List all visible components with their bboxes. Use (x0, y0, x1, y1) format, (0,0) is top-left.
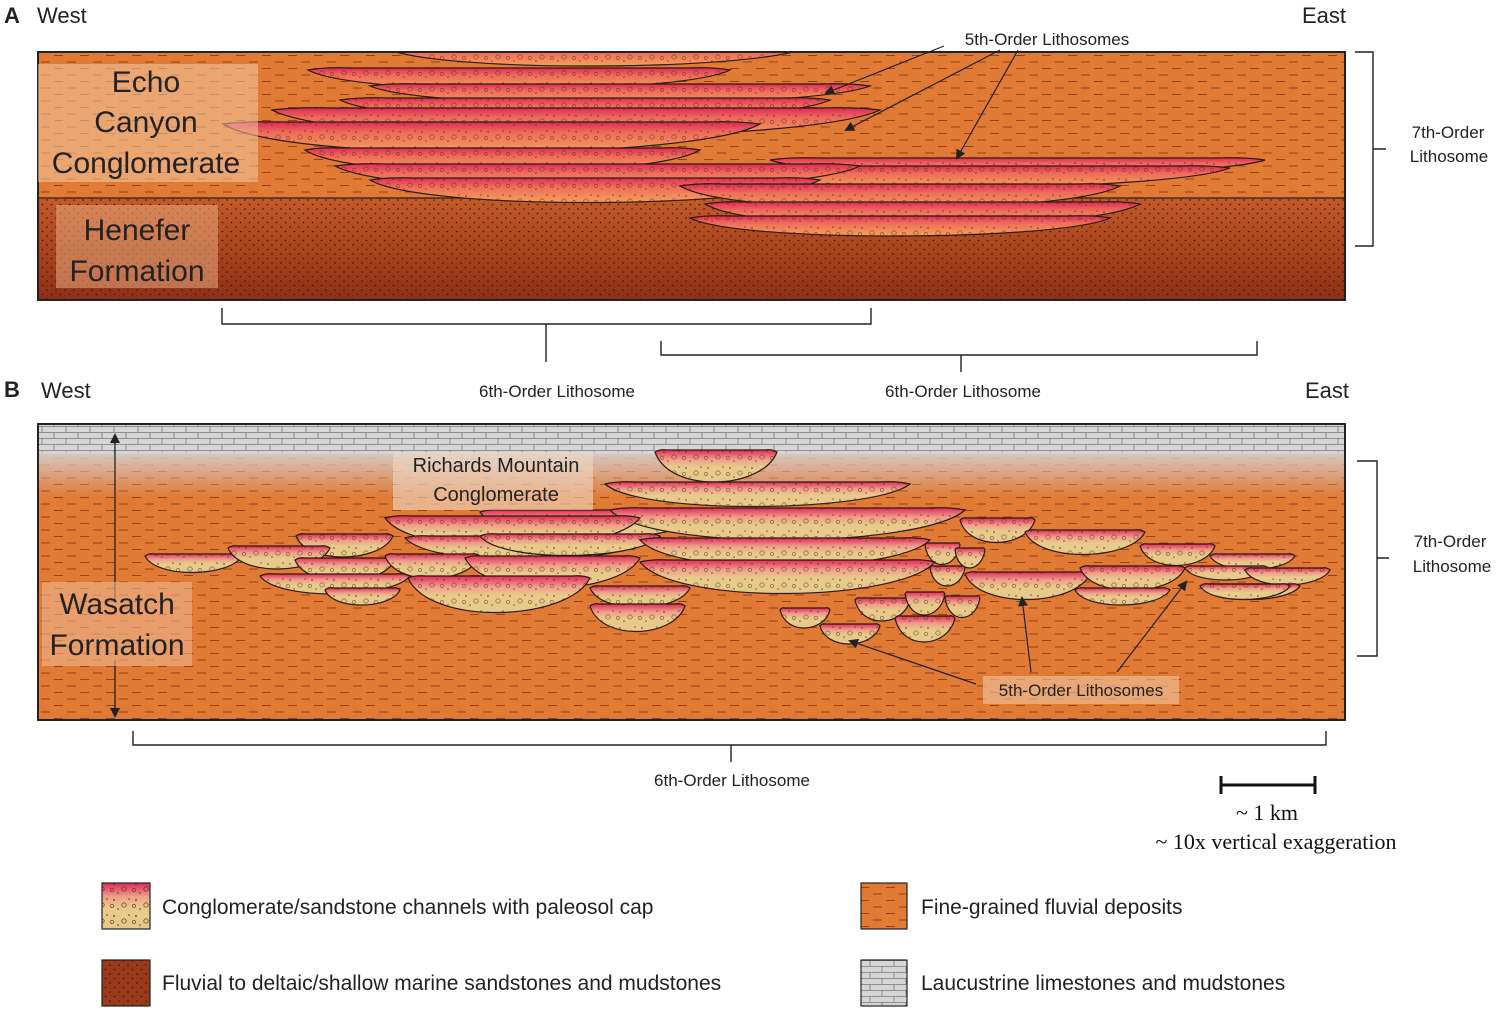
arrow-a1 (824, 45, 945, 95)
b-channel-texture-15 (1140, 543, 1215, 566)
arrow-b2 (1018, 596, 1032, 673)
scale-bar (1219, 776, 1317, 794)
panel-b-west-label: West (41, 378, 91, 403)
echo-label-box (38, 64, 258, 182)
b-channel-texture-21 (965, 571, 1090, 600)
echo-label-line3: Conglomerate (52, 147, 240, 180)
b-channel-texture-14 (955, 547, 985, 569)
richards-label-line2: Conglomerate (433, 484, 559, 506)
arrow-b3 (1116, 580, 1188, 673)
b-channel-texture-24 (1245, 567, 1330, 586)
arrow-a3 (956, 49, 1019, 160)
seventh-order-bracket-a (1355, 51, 1386, 247)
legend: Conglomerate/sandstone channels with pal… (101, 882, 1285, 1007)
legend-item-marine: Fluvial to deltaic/shallow marine sandst… (101, 959, 721, 1007)
seventh-order-a-line1: 7th-Order (1412, 123, 1485, 142)
b-channel-texture-27 (325, 587, 400, 606)
sixth-order-bracket-a-left (221, 308, 872, 362)
henefer-label-line2: Formation (69, 255, 204, 288)
richards-label-line1: Richards Mountain (413, 455, 580, 477)
b-channel-texture-5 (960, 517, 1035, 543)
b-channel-texture-29 (590, 585, 690, 608)
wasatch-label-box (42, 582, 192, 666)
b-channel-texture-38 (1075, 587, 1170, 606)
legend-item-fine: Fine-grained fluvial deposits (860, 882, 1182, 930)
fifth-order-label-b: 5th-Order Lithosomes (999, 681, 1163, 700)
legend-item-channel: Conglomerate/sandstone channels with pal… (101, 882, 653, 930)
b-channel-texture-30 (855, 597, 910, 622)
b-channel-texture-39 (1200, 583, 1290, 600)
panel-a-letter: A (4, 3, 20, 28)
b-channel-texture-20 (640, 559, 935, 594)
arrow-a2 (844, 49, 1001, 131)
panel-a-section (38, 52, 1345, 300)
b-channel-texture-34 (590, 603, 685, 632)
henefer-label-box (56, 205, 218, 288)
seventh-order-a-line2: Lithosome (1410, 147, 1488, 166)
scale-exaggeration: ~ 10x vertical exaggeration (1156, 829, 1397, 854)
b-channel-texture-28 (408, 575, 590, 613)
legend-label-lake: Laucustrine limestones and mudstones (921, 972, 1285, 995)
legend-label-fine: Fine-grained fluvial deposits (921, 896, 1182, 919)
b-channel-texture-22 (1080, 565, 1185, 591)
arrow-b1 (848, 638, 977, 685)
panel-b-east-label: East (1305, 378, 1349, 403)
panel-a-west-label: West (37, 3, 87, 28)
a-channel-texture-0 (396, 52, 793, 67)
scale-distance: ~ 1 km (1236, 800, 1298, 825)
legend-label-marine: Fluvial to deltaic/shallow marine sandst… (162, 972, 721, 995)
wasatch-label-line2: Formation (49, 629, 184, 662)
legend-label-channel: Conglomerate/sandstone channels with pal… (162, 896, 653, 919)
channel-group-b (144, 449, 1331, 645)
b-channel-texture-32 (945, 595, 980, 618)
b-channel-texture-8 (480, 533, 660, 556)
wasatch-label-line1: Wasatch (59, 588, 175, 621)
b-channel-texture-25 (930, 565, 965, 587)
a-channel-texture-5 (223, 121, 760, 153)
b-channel-texture-37 (895, 615, 955, 643)
b-channel-texture-36 (820, 623, 880, 645)
panel-b-frame (37, 423, 1346, 721)
sixth-order-a-right-label: 6th-Order Lithosome (885, 382, 1041, 401)
channel-group-a (221, 52, 1266, 237)
echo-label-line1: Echo (112, 66, 180, 99)
b-channel-texture-0 (655, 449, 777, 483)
sixth-order-b-label: 6th-Order Lithosome (654, 771, 810, 790)
legend-swatch-fine (860, 882, 908, 930)
sixth-order-bracket-a-right (660, 341, 1258, 372)
sixth-order-a-left-label: 6th-Order Lithosome (479, 382, 635, 401)
a-channel-texture-13 (690, 215, 1110, 237)
b-channel-texture-18 (385, 553, 480, 579)
b-channel-texture-35 (780, 607, 830, 629)
b-channel-texture-31 (905, 591, 945, 616)
fifth-order-b-box (983, 676, 1179, 704)
seventh-order-b-line2: Lithosome (1413, 557, 1491, 576)
panel-b-letter: B (4, 377, 20, 402)
seventh-order-b-line1: 7th-Order (1414, 532, 1487, 551)
echo-label-line2: Canyon (94, 106, 197, 139)
b-channel-texture-3 (610, 507, 965, 541)
b-channel-texture-10 (1025, 529, 1145, 555)
panel-a-east-label: East (1302, 3, 1346, 28)
legend-item-lake: Laucustrine limestones and mudstones (860, 959, 1285, 1007)
legend-swatch-lake (860, 959, 908, 1007)
b-channel-texture-11 (145, 553, 242, 573)
richards-label-box (393, 452, 593, 510)
fifth-order-label-a: 5th-Order Lithosomes (965, 30, 1129, 49)
b-channel-texture-1 (605, 481, 910, 507)
panel-b-section (38, 424, 1345, 720)
b-channel-texture-13 (925, 542, 960, 565)
seventh-order-bracket-b (1357, 460, 1389, 657)
lacustrine-layer (38, 424, 1345, 454)
henefer-label-line1: Henefer (84, 214, 191, 247)
sixth-order-bracket-b (132, 731, 1327, 762)
